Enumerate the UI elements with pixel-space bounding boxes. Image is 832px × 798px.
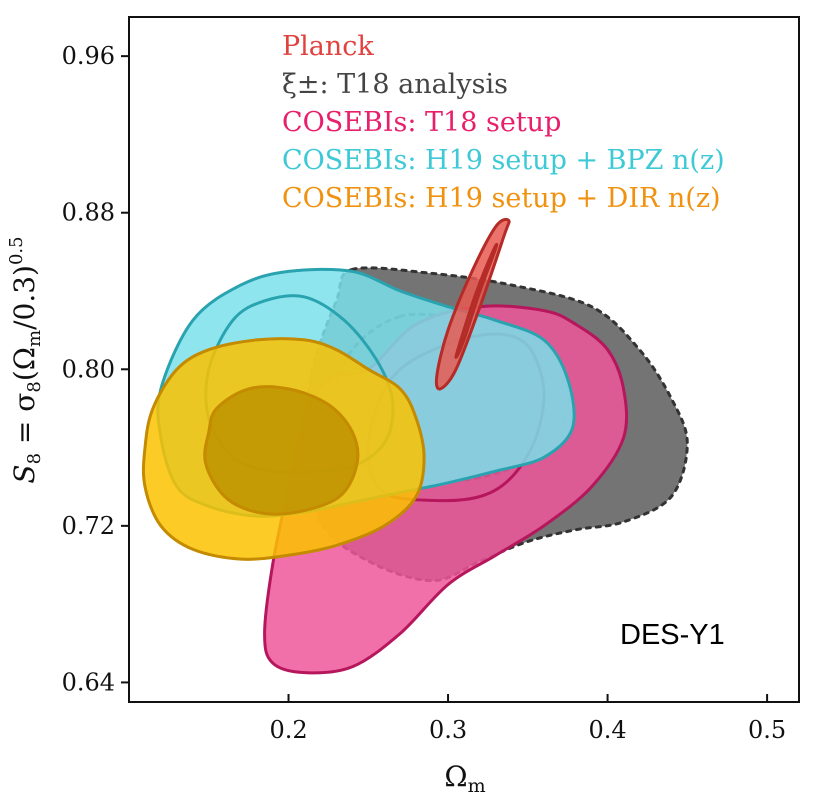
legend-entry: COSEBIs: T18 setup [282,107,561,138]
x-axis-label: Ωm [444,760,485,797]
y-tick-label: 0.80 [62,355,115,383]
legend-entry: COSEBIs: H19 setup + DIR n(z) [282,183,721,214]
legend-entry: Planck [282,31,374,62]
y-axis-label: S8 = σ8(Ωm/0.3)0.5 [6,236,45,483]
legend-entry: ξ±: T18 analysis [282,69,508,100]
y-tick-label: 0.72 [62,512,115,540]
y-tick-label: 0.64 [62,668,115,696]
y-tick-label: 0.88 [62,199,115,227]
x-tick-label: 0.3 [429,716,467,744]
x-tick-label: 0.2 [269,716,307,744]
y-tick-label: 0.96 [62,42,115,70]
contour-inner-planck [454,242,499,360]
plot-frame [128,16,800,703]
contour-inner-cosebis-h19-setup-dir-n-z [203,385,360,516]
survey-annotation: DES-Y1 [620,619,725,651]
x-tick-label: 0.5 [748,716,786,744]
legend-entry: COSEBIs: H19 setup + BPZ n(z) [282,145,725,176]
x-tick-label: 0.4 [588,716,626,744]
